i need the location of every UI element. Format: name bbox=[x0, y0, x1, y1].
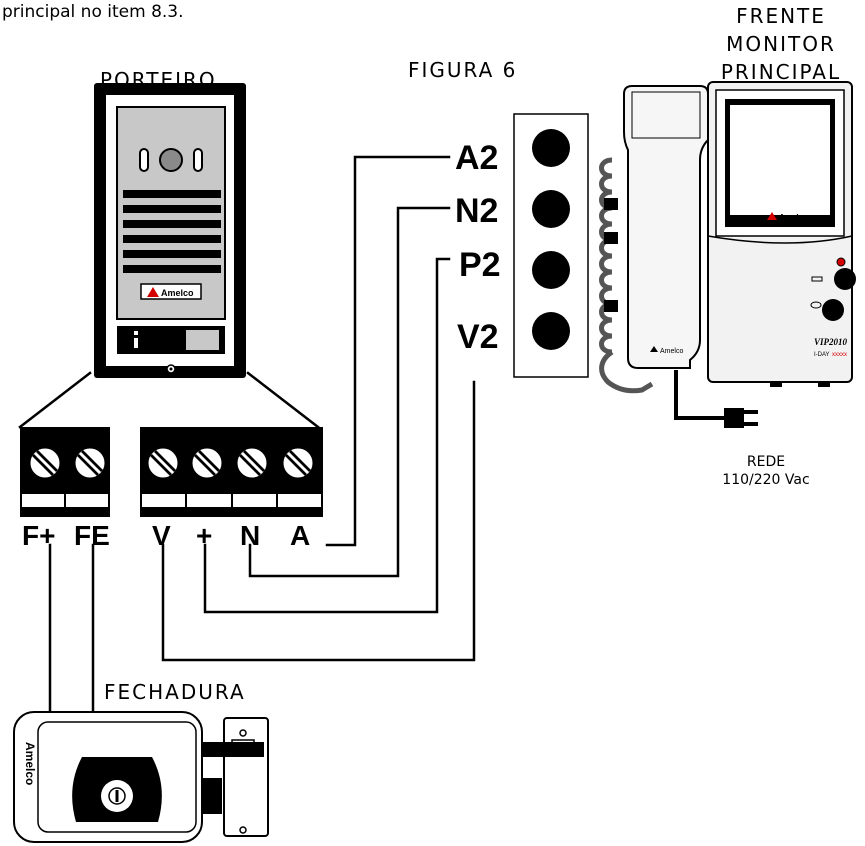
wire-n2 bbox=[248, 206, 451, 578]
fechadura-label: FECHADURA bbox=[104, 680, 246, 704]
monitor-model-sub: I-DAY bbox=[814, 352, 830, 358]
terminal-label-n: N bbox=[240, 520, 260, 551]
electric-lock: Amelco bbox=[13, 711, 269, 843]
terminal-label-a: A bbox=[290, 520, 310, 551]
terminal-label-fe: FE bbox=[74, 520, 110, 551]
wires bbox=[18, 155, 476, 714]
monitor-model: VIP2010 bbox=[814, 337, 848, 347]
figure-label: FIGURA 6 bbox=[408, 58, 518, 82]
terminal-label-v2: V2 bbox=[457, 318, 499, 356]
terminal-block-intercom bbox=[140, 427, 323, 517]
handset-brand: Amelco bbox=[660, 348, 683, 355]
terminal-block-lock bbox=[20, 427, 110, 517]
terminal-label-n2: N2 bbox=[455, 192, 498, 230]
monitor-model-tag: xxxxx bbox=[832, 352, 847, 358]
porteiro-brand: Amelco bbox=[161, 288, 194, 298]
rede-label-line1: REDE bbox=[746, 454, 786, 470]
power-cord bbox=[674, 370, 724, 420]
speaker-grille-icon bbox=[123, 190, 221, 273]
intro-text: principal no item 8.3. bbox=[2, 2, 184, 22]
connector-left bbox=[18, 371, 92, 429]
monitor-terminal-strip bbox=[513, 113, 589, 378]
door-intercom: Amelco bbox=[94, 83, 246, 378]
frente-label-line2: MONITOR bbox=[726, 32, 836, 56]
coiled-cord bbox=[599, 157, 654, 394]
power-plug-icon bbox=[724, 408, 758, 428]
rede-label-line2: 110/220 Vac bbox=[722, 472, 810, 488]
terminal-label-p2: P2 bbox=[459, 246, 501, 284]
camera-icon bbox=[139, 148, 203, 172]
terminal-label-v: V bbox=[152, 520, 171, 551]
terminal-label-a2: A2 bbox=[455, 139, 498, 177]
frente-label-line3: PRINCIPAL bbox=[720, 60, 842, 84]
connector-right bbox=[246, 371, 320, 429]
wire-p2 bbox=[203, 257, 451, 614]
frente-label-line1: FRENTE bbox=[736, 4, 826, 28]
wire-a2 bbox=[325, 155, 451, 547]
wire-v2 bbox=[161, 380, 476, 662]
terminal-label-f-plus: F+ bbox=[22, 520, 55, 551]
lock-brand: Amelco bbox=[23, 742, 37, 785]
monitor-brand: Amelco bbox=[779, 213, 808, 222]
terminal-label-plus: + bbox=[196, 520, 212, 551]
video-monitor: Amelco Amelco VIP2010 I-DAY xxxxx bbox=[599, 81, 856, 428]
